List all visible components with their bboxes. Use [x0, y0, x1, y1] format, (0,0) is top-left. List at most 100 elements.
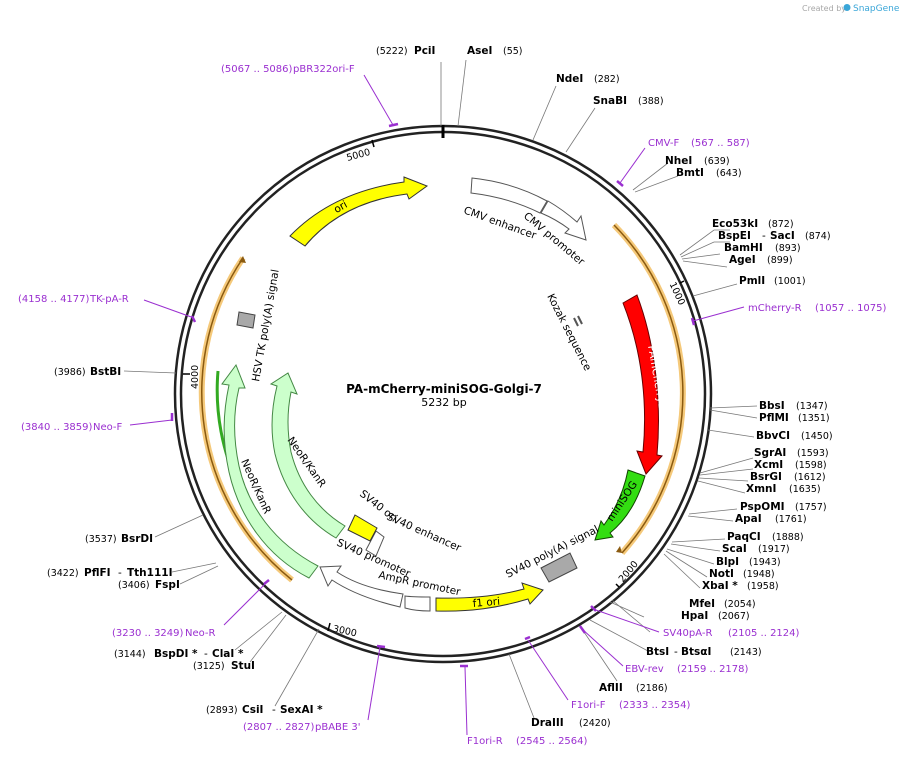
primer-leader: [143, 299, 195, 319]
leader-line: [234, 611, 283, 651]
enzyme-nhei: NheI: [665, 155, 692, 167]
enzyme-pos: (388): [638, 96, 664, 107]
enzyme-mfei: MfeI: [689, 598, 715, 610]
primer-mcherry-r: mCherry-R: [748, 303, 802, 314]
enzyme-pos: (2054): [724, 599, 756, 610]
primer-cmv-f: CMV-F: [648, 138, 679, 149]
enzyme-bspdi: BspDI *: [154, 648, 198, 660]
enzyme-pos: (3406): [118, 580, 150, 591]
tick-mark: [615, 583, 620, 588]
primer-marker: [376, 644, 386, 649]
feature-cmv-enhancer: [470, 177, 548, 214]
feature-kozak: [577, 315, 583, 325]
enzyme-saci: SacI: [770, 230, 795, 242]
enzyme-fspi: FspI: [155, 579, 180, 591]
feature-f1-ori: [435, 582, 544, 612]
leader-line: [632, 162, 669, 191]
enzyme-pos: (55): [503, 46, 523, 57]
enzyme-pos: (1593): [797, 448, 829, 459]
feature-sv40-enhancer: [365, 530, 385, 557]
primer-range: (2807 .. 2827): [243, 722, 315, 733]
primer-leaders: [129, 74, 745, 736]
enzyme-pos: (874): [805, 231, 831, 242]
primer-tk-pa-r: TK-pA-R: [89, 294, 129, 305]
plasmid-name: PA-mCherry-miniSOG-Golgi-7: [346, 382, 542, 396]
primer-range: (3230 .. 3249): [112, 628, 184, 639]
enzyme-pos: (282): [594, 74, 620, 85]
enzyme-bspei: BspEI: [718, 230, 751, 242]
leader-line: [679, 229, 730, 256]
feature-minisog: [594, 469, 646, 541]
enzyme-pos: (2143): [730, 647, 762, 658]
leader-line: [609, 601, 645, 618]
leader-line: [589, 619, 649, 652]
enzyme-pos: (893): [775, 243, 801, 254]
svg-text:-: -: [272, 704, 276, 716]
leader-line: [699, 457, 754, 474]
enzyme-bbsi: BbsI: [759, 400, 785, 412]
enzyme-btsai: BtsαI: [681, 646, 711, 658]
enzyme-pos: (1598): [795, 460, 827, 471]
feature-sv40-promoter: [319, 565, 404, 608]
orange-band-line: [613, 224, 684, 554]
tick-mark: [327, 622, 331, 632]
primer-neo-r: Neo-R: [185, 628, 216, 639]
enzyme-pos: (1757): [795, 502, 827, 513]
tick-label: 2000: [617, 559, 641, 585]
enzyme-pos: (643): [716, 168, 742, 179]
feature-label-f1-ori: f1 ori: [472, 596, 500, 610]
enzyme-pos: (3986): [54, 367, 86, 378]
enzyme-pos: (3537): [85, 534, 117, 545]
primer-neo-f: Neo-F: [93, 422, 123, 433]
primer-range: (2333 .. 2354): [619, 700, 691, 711]
leader-line: [687, 515, 734, 522]
enzyme-pos: (1943): [749, 557, 781, 568]
svg-text:-: -: [674, 646, 678, 658]
leader-line: [680, 241, 730, 258]
enzyme-pcii: PciI: [414, 45, 435, 57]
primer-range: (2545 .. 2564): [516, 736, 588, 747]
tick-label: 1000: [667, 281, 687, 308]
primer-leader: [129, 419, 173, 426]
primer-ebv-rev: EBV-rev: [625, 664, 664, 675]
enzyme-pos: (2186): [636, 683, 668, 694]
enzyme-csii: CsiI: [242, 704, 263, 716]
leader-line: [697, 480, 746, 494]
primer-leader: [592, 608, 660, 633]
tick-label: 4000: [190, 365, 201, 389]
enzyme-pos: (899): [767, 255, 793, 266]
orange-band-line: [201, 257, 293, 581]
leader-line: [670, 543, 721, 552]
enzyme-pos: (2420): [579, 718, 611, 729]
primer-marker: [690, 317, 696, 326]
orange-arrowhead: [616, 546, 622, 553]
enzyme-draiii: DraIII: [531, 717, 564, 729]
primer-range: (1057 .. 1075): [815, 303, 887, 314]
leader-line: [688, 508, 738, 515]
svg-text:-: -: [118, 567, 122, 579]
feature-pamcherry1: [622, 294, 663, 475]
primer-leader: [363, 74, 394, 126]
feature-hsv-tk-polya: [236, 311, 256, 329]
enzyme-pos: (3422): [47, 568, 79, 579]
primer-range: (2105 .. 2124): [728, 628, 800, 639]
primer-leader: [692, 306, 745, 322]
leader-line: [274, 628, 320, 707]
tick-mark: [371, 139, 375, 148]
leader-line: [171, 562, 217, 573]
primer-marker: [616, 180, 624, 187]
enzyme-xmni: XmnI: [746, 483, 776, 495]
leader-line: [565, 107, 596, 153]
enzyme-xcmi: XcmI: [754, 459, 783, 471]
primer-marker: [388, 122, 399, 128]
enzyme-scai: ScaI: [722, 543, 747, 555]
feature-kozak: [573, 317, 579, 327]
enzyme-bmti: BmtI: [676, 167, 704, 179]
leader-line: [579, 625, 618, 682]
enzyme-pos: (1450): [801, 431, 833, 442]
leader-line: [692, 283, 738, 297]
feature-sv40-polya: [540, 552, 578, 583]
enzyme-pos: (1347): [796, 401, 828, 412]
primer-range: (5067 .. 5086): [221, 64, 293, 75]
